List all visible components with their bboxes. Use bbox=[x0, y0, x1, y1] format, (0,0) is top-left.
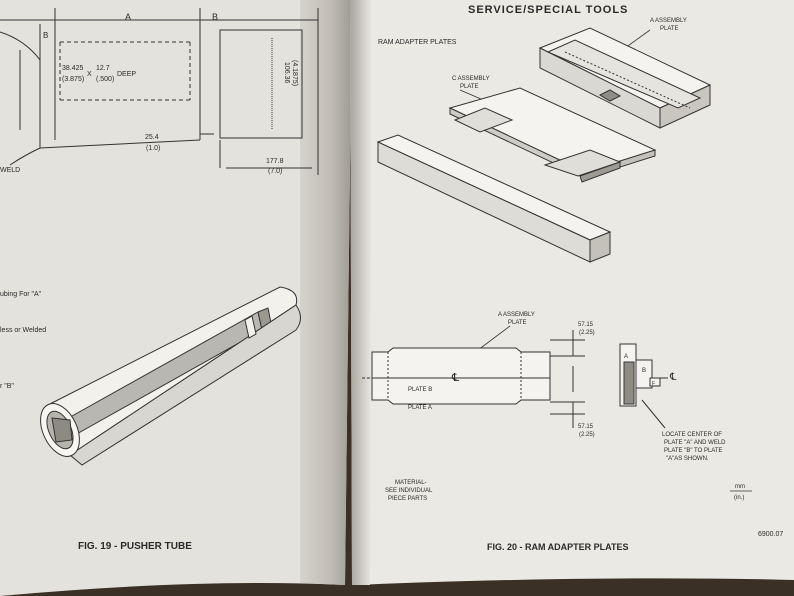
dim-25-in: (1.0) bbox=[146, 145, 160, 152]
side-a-label: A bbox=[624, 354, 628, 360]
dim-top-mm: 57.15 bbox=[578, 322, 594, 328]
hole-dimension-note: 38.425 (3.875) X 12.7 (.500) DEEP bbox=[62, 65, 136, 83]
c-assembly-plate-iso bbox=[448, 87, 657, 183]
locate-note-3: PLATE "B" TO PLATE bbox=[664, 448, 723, 454]
unit-in: (in.) bbox=[734, 495, 744, 501]
dim-a-header: A bbox=[125, 12, 131, 22]
section-title: RAM ADAPTER PLATES bbox=[378, 39, 457, 46]
right-page bbox=[350, 0, 794, 585]
right-page-gutter-shadow bbox=[350, 0, 372, 585]
locate-note-1: LOCATE CENTER OF bbox=[662, 432, 722, 438]
a-assembly-top-label-2: PLATE bbox=[660, 26, 679, 32]
left-page-gutter-shadow bbox=[300, 0, 352, 585]
front-centerline-symbol: ℄ bbox=[451, 372, 459, 384]
long-bar-iso bbox=[376, 134, 612, 263]
fig-19-caption: FIG. 19 - PUSHER TUBE bbox=[78, 541, 192, 552]
side-centerline-symbol: ℄ bbox=[669, 372, 677, 383]
plate-a-label: PLATE A bbox=[408, 405, 432, 411]
page-header: SERVICE/SPECIAL TOOLS bbox=[468, 4, 628, 16]
weld-label: WELD bbox=[0, 167, 20, 174]
side-f-label: F bbox=[652, 381, 655, 387]
left-page bbox=[0, 0, 352, 596]
dim-b-small: B bbox=[43, 31, 48, 40]
a-assembly-mid-leader bbox=[477, 325, 511, 351]
side-view-drawing bbox=[619, 343, 668, 429]
plate-b-label: PLATE B bbox=[408, 387, 432, 393]
material-note-1: MATERIAL- bbox=[395, 480, 427, 486]
hole-dim-mm: 38.425 bbox=[62, 65, 84, 72]
note-seamless: less or Welded bbox=[0, 327, 46, 334]
front-view-drawing bbox=[362, 330, 585, 428]
hole-deep: DEEP bbox=[117, 71, 136, 78]
material-note-3: PIECE PARTS bbox=[388, 496, 427, 502]
hole-dim-in: (3.875) bbox=[62, 76, 84, 83]
dim-b-header: B bbox=[212, 12, 218, 22]
a-assembly-plate-iso bbox=[538, 27, 712, 129]
locate-note-4: "A"AS SHOWN. bbox=[666, 456, 709, 462]
note-tubing: ubing For "A" bbox=[0, 291, 42, 298]
dim-177-in: (7.0) bbox=[268, 168, 282, 175]
dim-25-mm: 25.4 bbox=[145, 134, 159, 141]
c-assembly-label-2: PLATE bbox=[460, 84, 479, 90]
hole-depth-in: (.500) bbox=[96, 76, 114, 83]
a-assembly-top-label: A ASSEMBLY bbox=[650, 18, 687, 24]
a-assembly-top-leader bbox=[624, 29, 651, 49]
pusher-tube-illustration bbox=[40, 286, 301, 466]
page-code: 6900.07 bbox=[758, 531, 783, 538]
a-assembly-mid-label: A ASSEMBLY bbox=[498, 312, 535, 318]
side-b-label: B bbox=[642, 368, 646, 374]
dim-top-in: (2.25) bbox=[579, 330, 595, 336]
hole-x: X bbox=[87, 71, 92, 78]
hole-depth-mm: 12.7 bbox=[96, 65, 110, 72]
note-b: r "B" bbox=[0, 383, 14, 390]
a-assembly-mid-label-2: PLATE bbox=[508, 320, 527, 326]
locate-note-2: PLATE "A" AND WELD bbox=[664, 440, 726, 446]
pusher-tube-flat-drawing bbox=[0, 8, 319, 175]
fig-20-caption: FIG. 20 - RAM ADAPTER PLATES bbox=[487, 542, 629, 552]
height-mm: 106.36 bbox=[283, 62, 290, 84]
material-note-2: SEE INDIVIDUAL bbox=[385, 488, 433, 494]
dim-bottom-in: (2.25) bbox=[579, 432, 595, 438]
height-dim: 106.36 (4.1875) bbox=[283, 60, 298, 86]
c-assembly-label: C ASSEMBLY bbox=[452, 76, 490, 82]
unit-mm: mm bbox=[735, 484, 745, 490]
dim-177-mm: 177.8 bbox=[266, 158, 284, 165]
dim-bottom-mm: 57.15 bbox=[578, 424, 594, 430]
height-in: (4.1875) bbox=[291, 60, 298, 86]
